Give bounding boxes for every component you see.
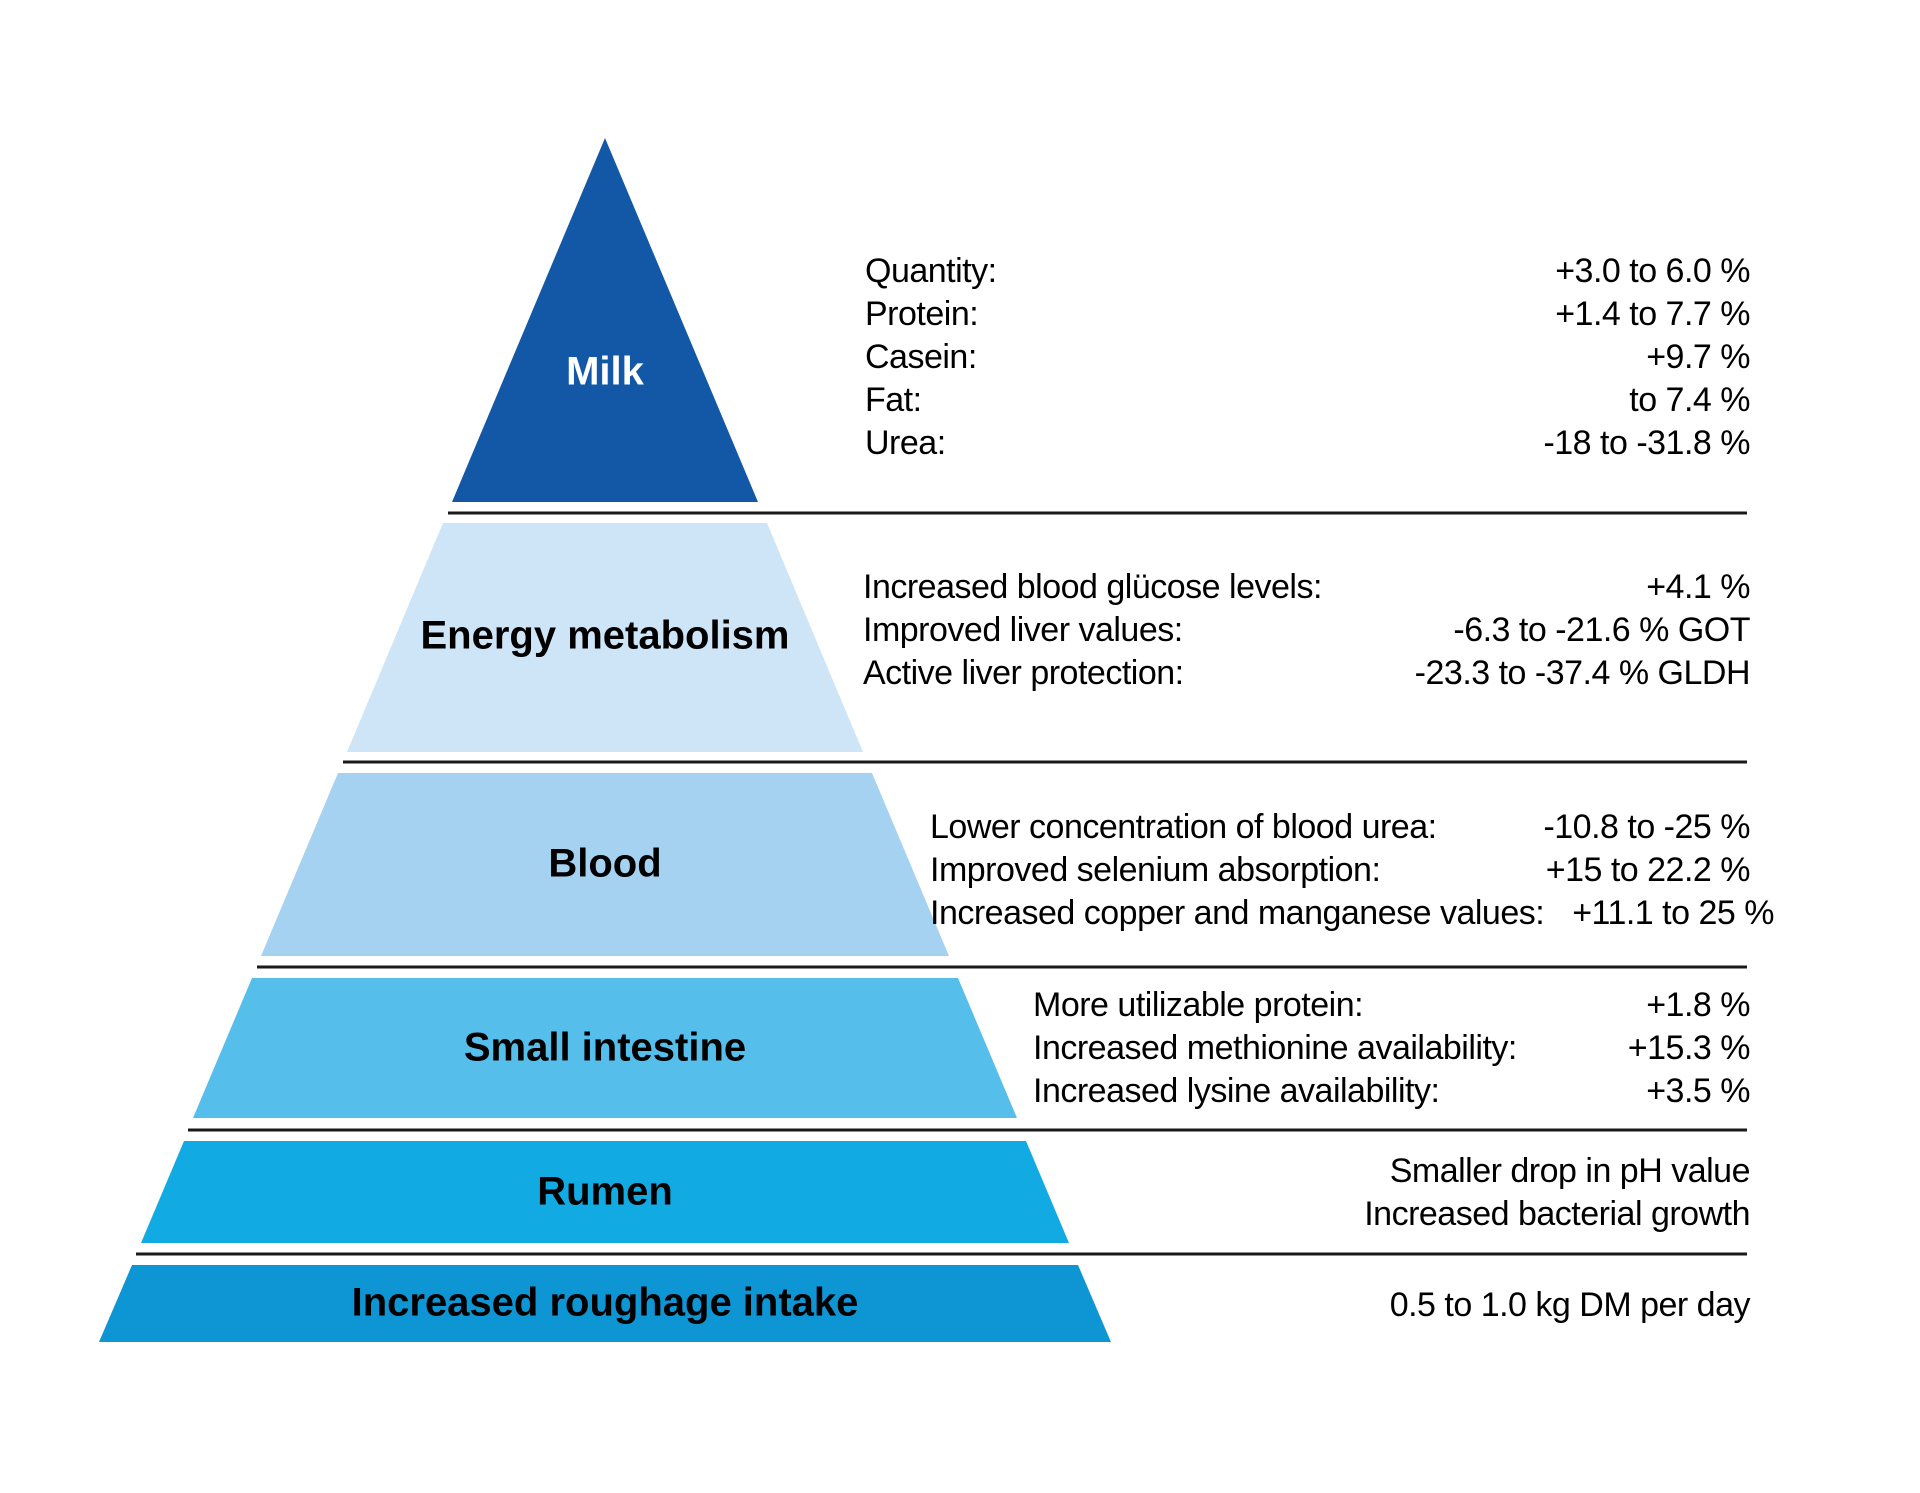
- stat-row: Improved selenium absorption: +15 to 22.…: [930, 849, 1751, 892]
- stat-row: Casein: +9.7 %: [865, 336, 1750, 379]
- stat-row: Protein: +1.4 to 7.7 %: [865, 293, 1750, 336]
- stat-row: Active liver protection: -23.3 to -37.4 …: [863, 652, 1751, 695]
- level-shape-blood: [261, 773, 949, 956]
- small-intestine-stats: More utilizable protein: +1.8 % Increase…: [1033, 984, 1751, 1113]
- stat-label: Casein:: [865, 338, 977, 376]
- stat-label: Improved liver values:: [863, 611, 1183, 649]
- blood-stats: Lower concentration of blood urea: -10.8…: [930, 806, 1774, 935]
- stat-row: Lower concentration of blood urea: -10.8…: [930, 806, 1750, 849]
- stat-value: to 7.4 %: [1629, 381, 1750, 419]
- note-line: 0.5 to 1.0 kg DM per day: [1389, 1286, 1751, 1324]
- stat-label: Increased copper and manganese values:: [930, 894, 1545, 932]
- stat-label: Quantity:: [865, 252, 997, 290]
- stat-value: +15.3 %: [1627, 1029, 1751, 1067]
- stat-label: Active liver protection:: [863, 654, 1184, 692]
- stat-value: -10.8 to -25 %: [1543, 808, 1750, 846]
- stat-row: Quantity: +3.0 to 6.0 %: [865, 250, 1750, 293]
- stat-label: Improved selenium absorption:: [930, 851, 1381, 889]
- stat-value: -18 to -31.8 %: [1543, 424, 1750, 462]
- stat-label: Increased methionine availability:: [1033, 1029, 1517, 1067]
- level-shape-energy-metabolism: [347, 523, 863, 752]
- level-label-increased-roughage-intake: Increased roughage intake: [351, 1280, 859, 1325]
- level-label-rumen: Rumen: [537, 1169, 673, 1214]
- milk-stats: Quantity: +3.0 to 6.0 % Protein: +1.4 to…: [865, 250, 1750, 465]
- level-shape-small-intestine: [193, 978, 1017, 1118]
- stat-row: Increased lysine availability: +3.5 %: [1033, 1070, 1750, 1113]
- stat-value: +15 to 22.2 %: [1545, 851, 1751, 889]
- stat-row: Improved liver values: -6.3 to -21.6 % G…: [863, 609, 1750, 652]
- stat-value: +3.0 to 6.0 %: [1555, 252, 1750, 290]
- note-line: Smaller drop in pH value: [1389, 1152, 1751, 1190]
- stat-value: +3.5 %: [1646, 1072, 1750, 1110]
- note-line: Increased bacterial growth: [1364, 1195, 1750, 1233]
- stat-value: +9.7 %: [1646, 338, 1750, 376]
- stat-row: Increased blood glücose levels: +4.1 %: [863, 566, 1750, 609]
- energy-metabolism-stats: Increased blood glücose levels: +4.1 % I…: [863, 566, 1751, 695]
- stat-label: Fat:: [865, 381, 922, 419]
- roughage-notes: 0.5 to 1.0 kg DM per day: [1000, 1284, 1751, 1327]
- level-shape-increased-roughage-intake: [99, 1265, 1111, 1342]
- stat-value: +1.8 %: [1646, 986, 1750, 1024]
- level-shape-milk: [452, 138, 758, 502]
- stat-value: -6.3 to -21.6 % GOT: [1453, 611, 1750, 649]
- stat-label: Increased lysine availability:: [1033, 1072, 1440, 1110]
- stat-row: Fat: to 7.4 %: [865, 379, 1750, 422]
- level-label-blood: Blood: [548, 841, 662, 886]
- stat-row: Increased copper and manganese values: +…: [930, 892, 1774, 935]
- stat-value: +1.4 to 7.7 %: [1555, 295, 1750, 333]
- stat-label: Increased blood glücose levels:: [863, 568, 1322, 606]
- level-label-small-intestine: Small intestine: [463, 1025, 747, 1070]
- stat-label: Urea:: [865, 424, 946, 462]
- stat-row: More utilizable protein: +1.8 %: [1033, 984, 1750, 1027]
- level-label-milk: Milk: [566, 349, 644, 394]
- stat-row: Increased methionine availability: +15.3…: [1033, 1027, 1751, 1070]
- stat-row: Urea: -18 to -31.8 %: [865, 422, 1750, 465]
- level-label-energy-metabolism: Energy metabolism: [420, 613, 790, 658]
- stat-label: Lower concentration of blood urea:: [930, 808, 1437, 846]
- stat-value: -23.3 to -37.4 % GLDH: [1414, 654, 1751, 692]
- stat-label: More utilizable protein:: [1033, 986, 1364, 1024]
- rumen-notes: Smaller drop in pH value Increased bacte…: [1000, 1150, 1750, 1236]
- stat-label: Protein:: [865, 295, 979, 333]
- stat-value: +4.1 %: [1646, 568, 1750, 606]
- stat-value: +11.1 to 25 %: [1572, 894, 1774, 932]
- level-shape-rumen: [141, 1141, 1069, 1243]
